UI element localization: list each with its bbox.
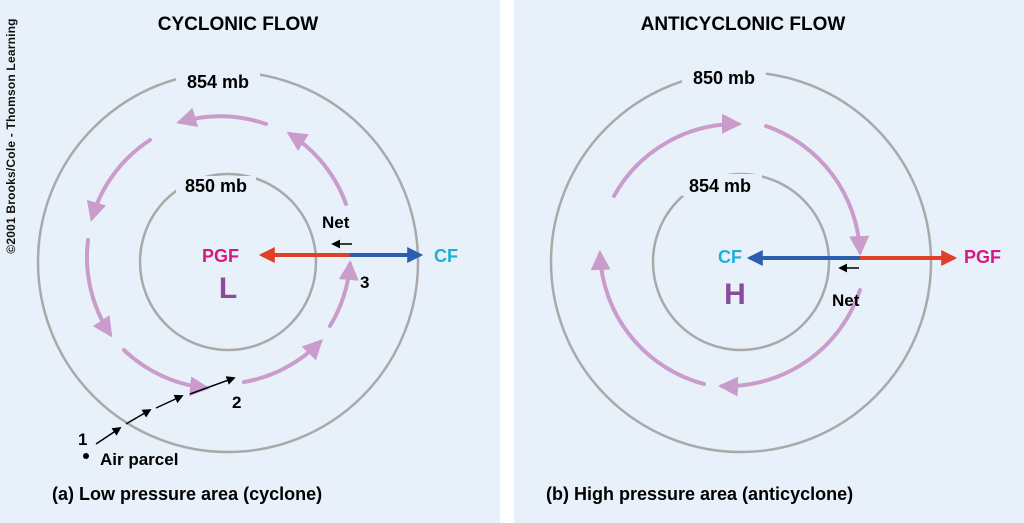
low-pressure-center: L (219, 272, 237, 305)
point-1-label: 1 (78, 430, 87, 449)
cf-label: CF (434, 246, 458, 266)
inner-isobar-label: 854 mb (689, 176, 751, 196)
outer-isobar-label: 850 mb (693, 68, 755, 88)
cf-label: CF (718, 247, 742, 267)
anticyclonic-diagram: ANTICYCLONIC FLOW 850 mb 854 mb CF PGF N… (546, 14, 1001, 504)
pgf-label: PGF (964, 247, 1001, 267)
cyclonic-panel: ©2001 Brooks/Cole - Thomson Learning CYC… (0, 0, 500, 523)
cyclonic-diagram: CYCLONIC FLOW 854 mb 850 mb PGF CF Net L… (36, 14, 458, 504)
air-parcel-label: Air parcel (100, 450, 178, 469)
pgf-label: PGF (202, 246, 239, 266)
cyclonic-flow-arrows (84, 107, 359, 397)
outer-isobar-label: 854 mb (187, 72, 249, 92)
high-pressure-center: H (724, 278, 746, 311)
net-label: Net (832, 291, 860, 310)
inner-isobar-label: 850 mb (185, 176, 247, 196)
anticyclonic-caption: (b) High pressure area (anticyclone) (546, 484, 853, 504)
anticyclonic-title: ANTICYCLONIC FLOW (641, 14, 846, 35)
inner-isobar-ring (138, 172, 318, 352)
point-2-label: 2 (232, 393, 241, 412)
net-label: Net (322, 213, 350, 232)
air-parcel-path (95, 376, 236, 445)
air-parcel-dot (83, 453, 89, 459)
anticyclonic-flow-arrows (590, 113, 870, 397)
anticyclonic-panel: ANTICYCLONIC FLOW 850 mb 854 mb CF PGF N… (514, 0, 1024, 523)
cyclonic-caption: (a) Low pressure area (cyclone) (52, 484, 322, 504)
point-3-label: 3 (360, 273, 369, 292)
cyclonic-title: CYCLONIC FLOW (158, 14, 318, 35)
